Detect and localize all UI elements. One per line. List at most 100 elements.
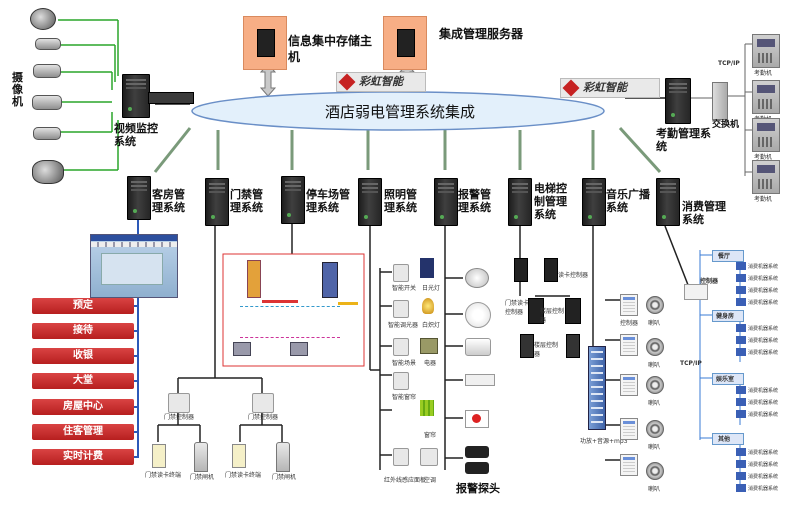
video-monitoring-server	[122, 74, 150, 118]
room-menu-item[interactable]: 收银	[32, 348, 134, 364]
group-tag	[712, 310, 744, 322]
alarm-probe-label: 报警探头	[456, 482, 500, 495]
door-contact-icon	[465, 374, 495, 386]
pir-sensor-icon	[465, 338, 491, 356]
lighting-label: 智能场景	[392, 360, 417, 367]
elevator-label: 楼层控制器	[540, 308, 565, 324]
elevator-panel	[566, 334, 580, 358]
group-tag	[712, 250, 744, 262]
parking-barrier	[338, 302, 358, 305]
room-menu-item[interactable]: 住客管理	[32, 424, 134, 440]
room-menu-item[interactable]: 接待	[32, 323, 134, 339]
lighting-label: 日光灯	[422, 285, 441, 292]
camera-icon	[35, 38, 61, 50]
turnstile-gate	[194, 442, 208, 472]
group-tag	[712, 373, 744, 385]
alarm-mgmt-server	[434, 178, 458, 226]
speaker-icon	[646, 338, 664, 356]
amplifier-label: 功放+音源+mp3	[580, 438, 628, 445]
parking-ticket-machine	[322, 262, 338, 298]
lighting-label: 空调	[424, 477, 437, 484]
beam-detector-icon	[465, 446, 489, 458]
parking-barrier	[262, 300, 298, 303]
fluorescent-lamp-icon	[420, 258, 434, 278]
room-menu-item[interactable]: 房屋中心	[32, 399, 134, 415]
dvr-device	[148, 92, 194, 104]
music-controller	[620, 454, 638, 476]
turnstile-label: 门禁闸机	[190, 474, 215, 481]
door-controller-label: 门禁控制器	[164, 414, 195, 421]
room-menu-item[interactable]: 预定	[32, 298, 134, 314]
lighting-label: 电器	[424, 360, 437, 367]
elevator-panel	[520, 334, 534, 358]
brand-logo-left: 彩虹智能	[336, 72, 426, 92]
camera-icon	[33, 64, 61, 78]
attendance-terminal	[752, 34, 780, 68]
alarm-mgmt-label: 报警管理系统	[458, 188, 491, 214]
server-icon	[397, 29, 415, 57]
curtain-icon	[420, 400, 434, 416]
door-controller	[168, 393, 190, 413]
camera-label: 摄像机	[12, 71, 23, 108]
music-broadcast-label: 音乐广播系统	[606, 188, 650, 214]
floor-controller	[565, 298, 581, 324]
elevator-card-reader	[514, 258, 528, 282]
music-controller	[620, 294, 638, 316]
attendance-terminal-label: 考勤机	[754, 154, 773, 161]
consumption-group-label: 其他	[718, 436, 731, 443]
smart-switch	[393, 264, 409, 282]
speaker-label: 喇叭	[648, 320, 661, 327]
camera-icon	[33, 127, 61, 140]
group-tag	[712, 433, 744, 445]
parking-mgmt-server	[281, 176, 305, 224]
room-mgmt-server	[127, 176, 151, 220]
amplifier-rack	[588, 346, 606, 430]
parking-wiring	[240, 306, 340, 338]
room-software-screenshot	[90, 234, 178, 298]
speaker-label: 喇叭	[648, 362, 661, 369]
lighting-mgmt-server	[358, 178, 382, 226]
parking-pc	[290, 342, 308, 356]
switch-label: 交换机	[712, 120, 740, 130]
switch-device	[712, 82, 728, 120]
music-broadcast-server	[582, 178, 606, 226]
room-menu-item[interactable]: 实时计费	[32, 449, 134, 465]
speaker-icon	[646, 296, 664, 314]
smart-scene-panel	[393, 338, 409, 356]
consumption-mgmt-server	[656, 178, 680, 226]
door-controller-label: 门禁控制器	[248, 414, 279, 421]
elevator-card-reader	[544, 258, 558, 282]
room-mgmt-label: 客房管理系统	[152, 188, 185, 214]
attendance-terminal	[752, 118, 780, 152]
turnstile-gate	[276, 442, 290, 472]
speaker-icon	[646, 420, 664, 438]
consumption-mgmt-label: 消费管理系统	[682, 200, 726, 226]
incandescent-lamp-icon	[422, 298, 434, 314]
consumption-tcpip-label: TCP/IP	[680, 360, 702, 367]
management-server-label: 集成管理服务器	[438, 27, 523, 41]
speaker-label: 喇叭	[648, 400, 661, 407]
consumption-controller	[684, 284, 708, 300]
elevator-label: 门禁读卡控制器	[505, 300, 530, 316]
lighting-label: 红外线感应面板	[384, 477, 427, 484]
speaker-icon	[646, 376, 664, 394]
video-monitoring-label: 视频监控系统	[114, 122, 158, 148]
floor-controller	[528, 298, 544, 324]
reader-label: 门禁读卡终端	[225, 472, 262, 479]
music-controller-label: 控制器	[620, 320, 639, 327]
elevator-label: 读卡控制器	[558, 272, 589, 279]
pos-machine-list: 消费机器系统 消费机器系统 消费机器系统 消费机器系统 消费机器系统 消费机器系…	[728, 262, 788, 492]
reader-label: 门禁读卡终端	[145, 472, 182, 479]
smoke-detector-icon	[465, 268, 489, 288]
appliance-icon	[420, 338, 438, 354]
attendance-server	[665, 78, 691, 124]
elevator-mgmt-label: 电梯控制管理系统	[534, 182, 567, 221]
ceiling-detector-icon	[465, 302, 491, 328]
consumption-controller-label: 控制器	[700, 278, 719, 285]
attendance-label: 考勤管理系统	[656, 127, 711, 153]
parking-mgmt-label: 停车场管理系统	[306, 188, 350, 214]
beam-detector-icon	[465, 462, 489, 474]
air-conditioner-icon	[420, 448, 438, 466]
attendance-terminal-label: 考勤机	[754, 70, 773, 77]
room-menu-item[interactable]: 大堂	[32, 373, 134, 389]
